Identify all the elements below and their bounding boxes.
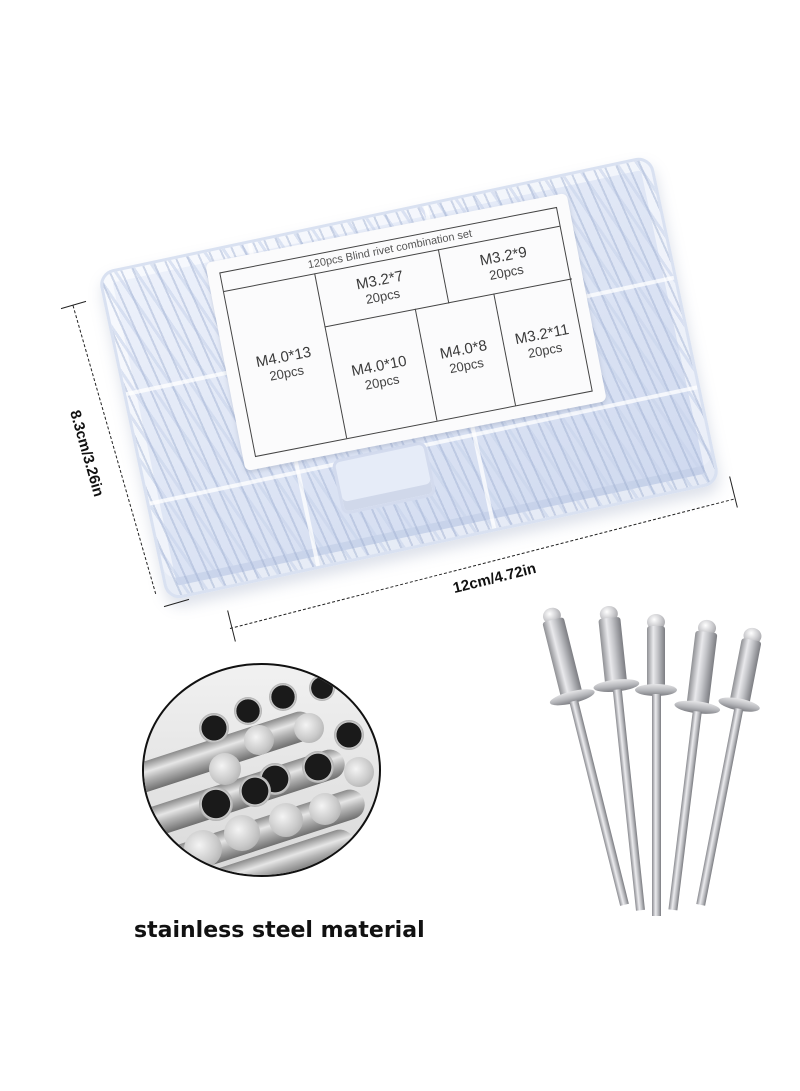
blind-rivet	[626, 614, 686, 924]
solid-rod-end	[269, 803, 303, 837]
rivet-body	[647, 626, 665, 688]
dimension-tick	[163, 598, 190, 608]
hollow-tube-end	[239, 775, 271, 807]
solid-rod-end	[344, 757, 374, 787]
solid-rod-end	[224, 815, 260, 851]
hollow-tube-end	[334, 720, 364, 750]
rivet-flange	[635, 684, 677, 696]
material-caption: stainless steel material	[134, 918, 425, 943]
solid-rod-end	[309, 793, 341, 825]
solid-rod-end	[209, 753, 241, 785]
hollow-tube-end	[199, 713, 229, 743]
solid-rod-end	[184, 830, 222, 868]
rivet-body	[598, 616, 628, 685]
hollow-tube-end	[269, 683, 297, 711]
solid-rod-end	[244, 725, 274, 755]
rivet-body	[542, 616, 583, 698]
hollow-tube-end	[234, 697, 262, 725]
hollow-tube-end	[309, 675, 335, 701]
solid-rod-end	[294, 713, 324, 743]
hollow-tube-end	[302, 751, 334, 783]
rivet-mandrel	[695, 707, 743, 906]
rivet-body	[729, 637, 762, 705]
rivet-mandrel	[651, 694, 661, 916]
hollow-tube-end	[199, 787, 233, 821]
stainless-steel-tubes-image	[142, 663, 381, 877]
